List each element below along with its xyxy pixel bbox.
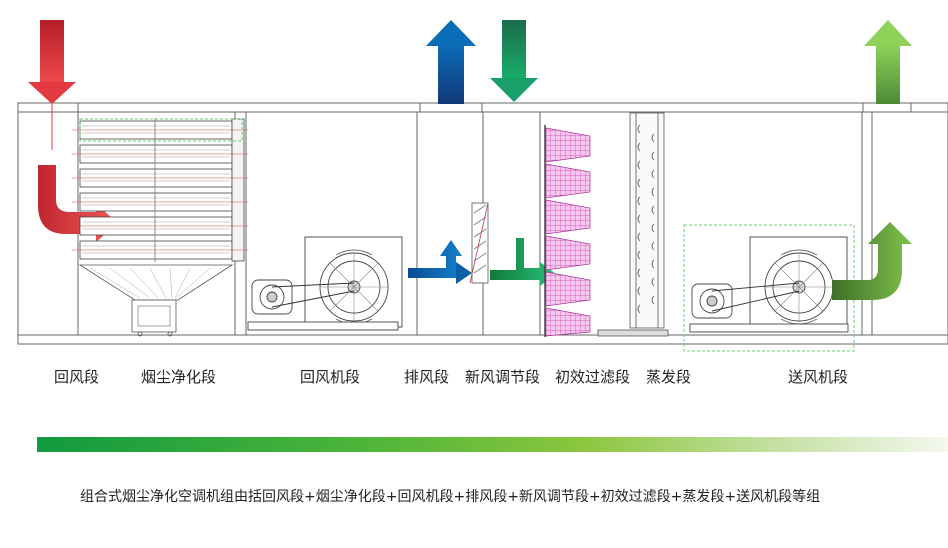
fresh-air-damper (469, 202, 489, 284)
motor-icon (689, 282, 849, 333)
blue-up-arrow-icon (426, 20, 476, 104)
section-label-return-fan: 回风机段 (300, 368, 361, 386)
light-green-up-arrow-icon (864, 20, 912, 104)
gradient-divider (37, 437, 948, 452)
evaporator-coil (597, 112, 669, 337)
fan-icon (749, 236, 848, 328)
blue-bent-arrow-icon (408, 240, 472, 284)
section-label-evaporator: 蒸发段 (646, 368, 692, 386)
motor-icon (247, 279, 399, 331)
fan-icon (304, 236, 403, 328)
green-bent-arrow-icon (490, 238, 556, 286)
air-handling-unit-diagram (17, 20, 948, 352)
light-green-curved-arrow-icon (832, 222, 912, 300)
section-label-exhaust: 排风段 (404, 368, 450, 386)
section-label-fresh-air: 新风调节段 (465, 368, 541, 386)
caption-text: 组合式烟尘净化空调机组由括回风段+烟尘净化段+回风机段+排风段+新风调节段+初效… (80, 489, 821, 505)
dust-hopper (78, 264, 234, 337)
section-label-return-air: 回风段 (54, 368, 100, 386)
section-label-dust-purification: 烟尘净化段 (141, 368, 217, 386)
red-down-arrow-icon (28, 20, 76, 150)
green-down-arrow-icon (490, 20, 538, 102)
section-label-supply-fan: 送风机段 (788, 368, 849, 386)
highlight-box (79, 118, 243, 142)
section-label-primary-filter: 初效过滤段 (555, 368, 631, 386)
primary-filter-bags (544, 125, 591, 337)
dust-filter-cartridges (72, 118, 248, 262)
